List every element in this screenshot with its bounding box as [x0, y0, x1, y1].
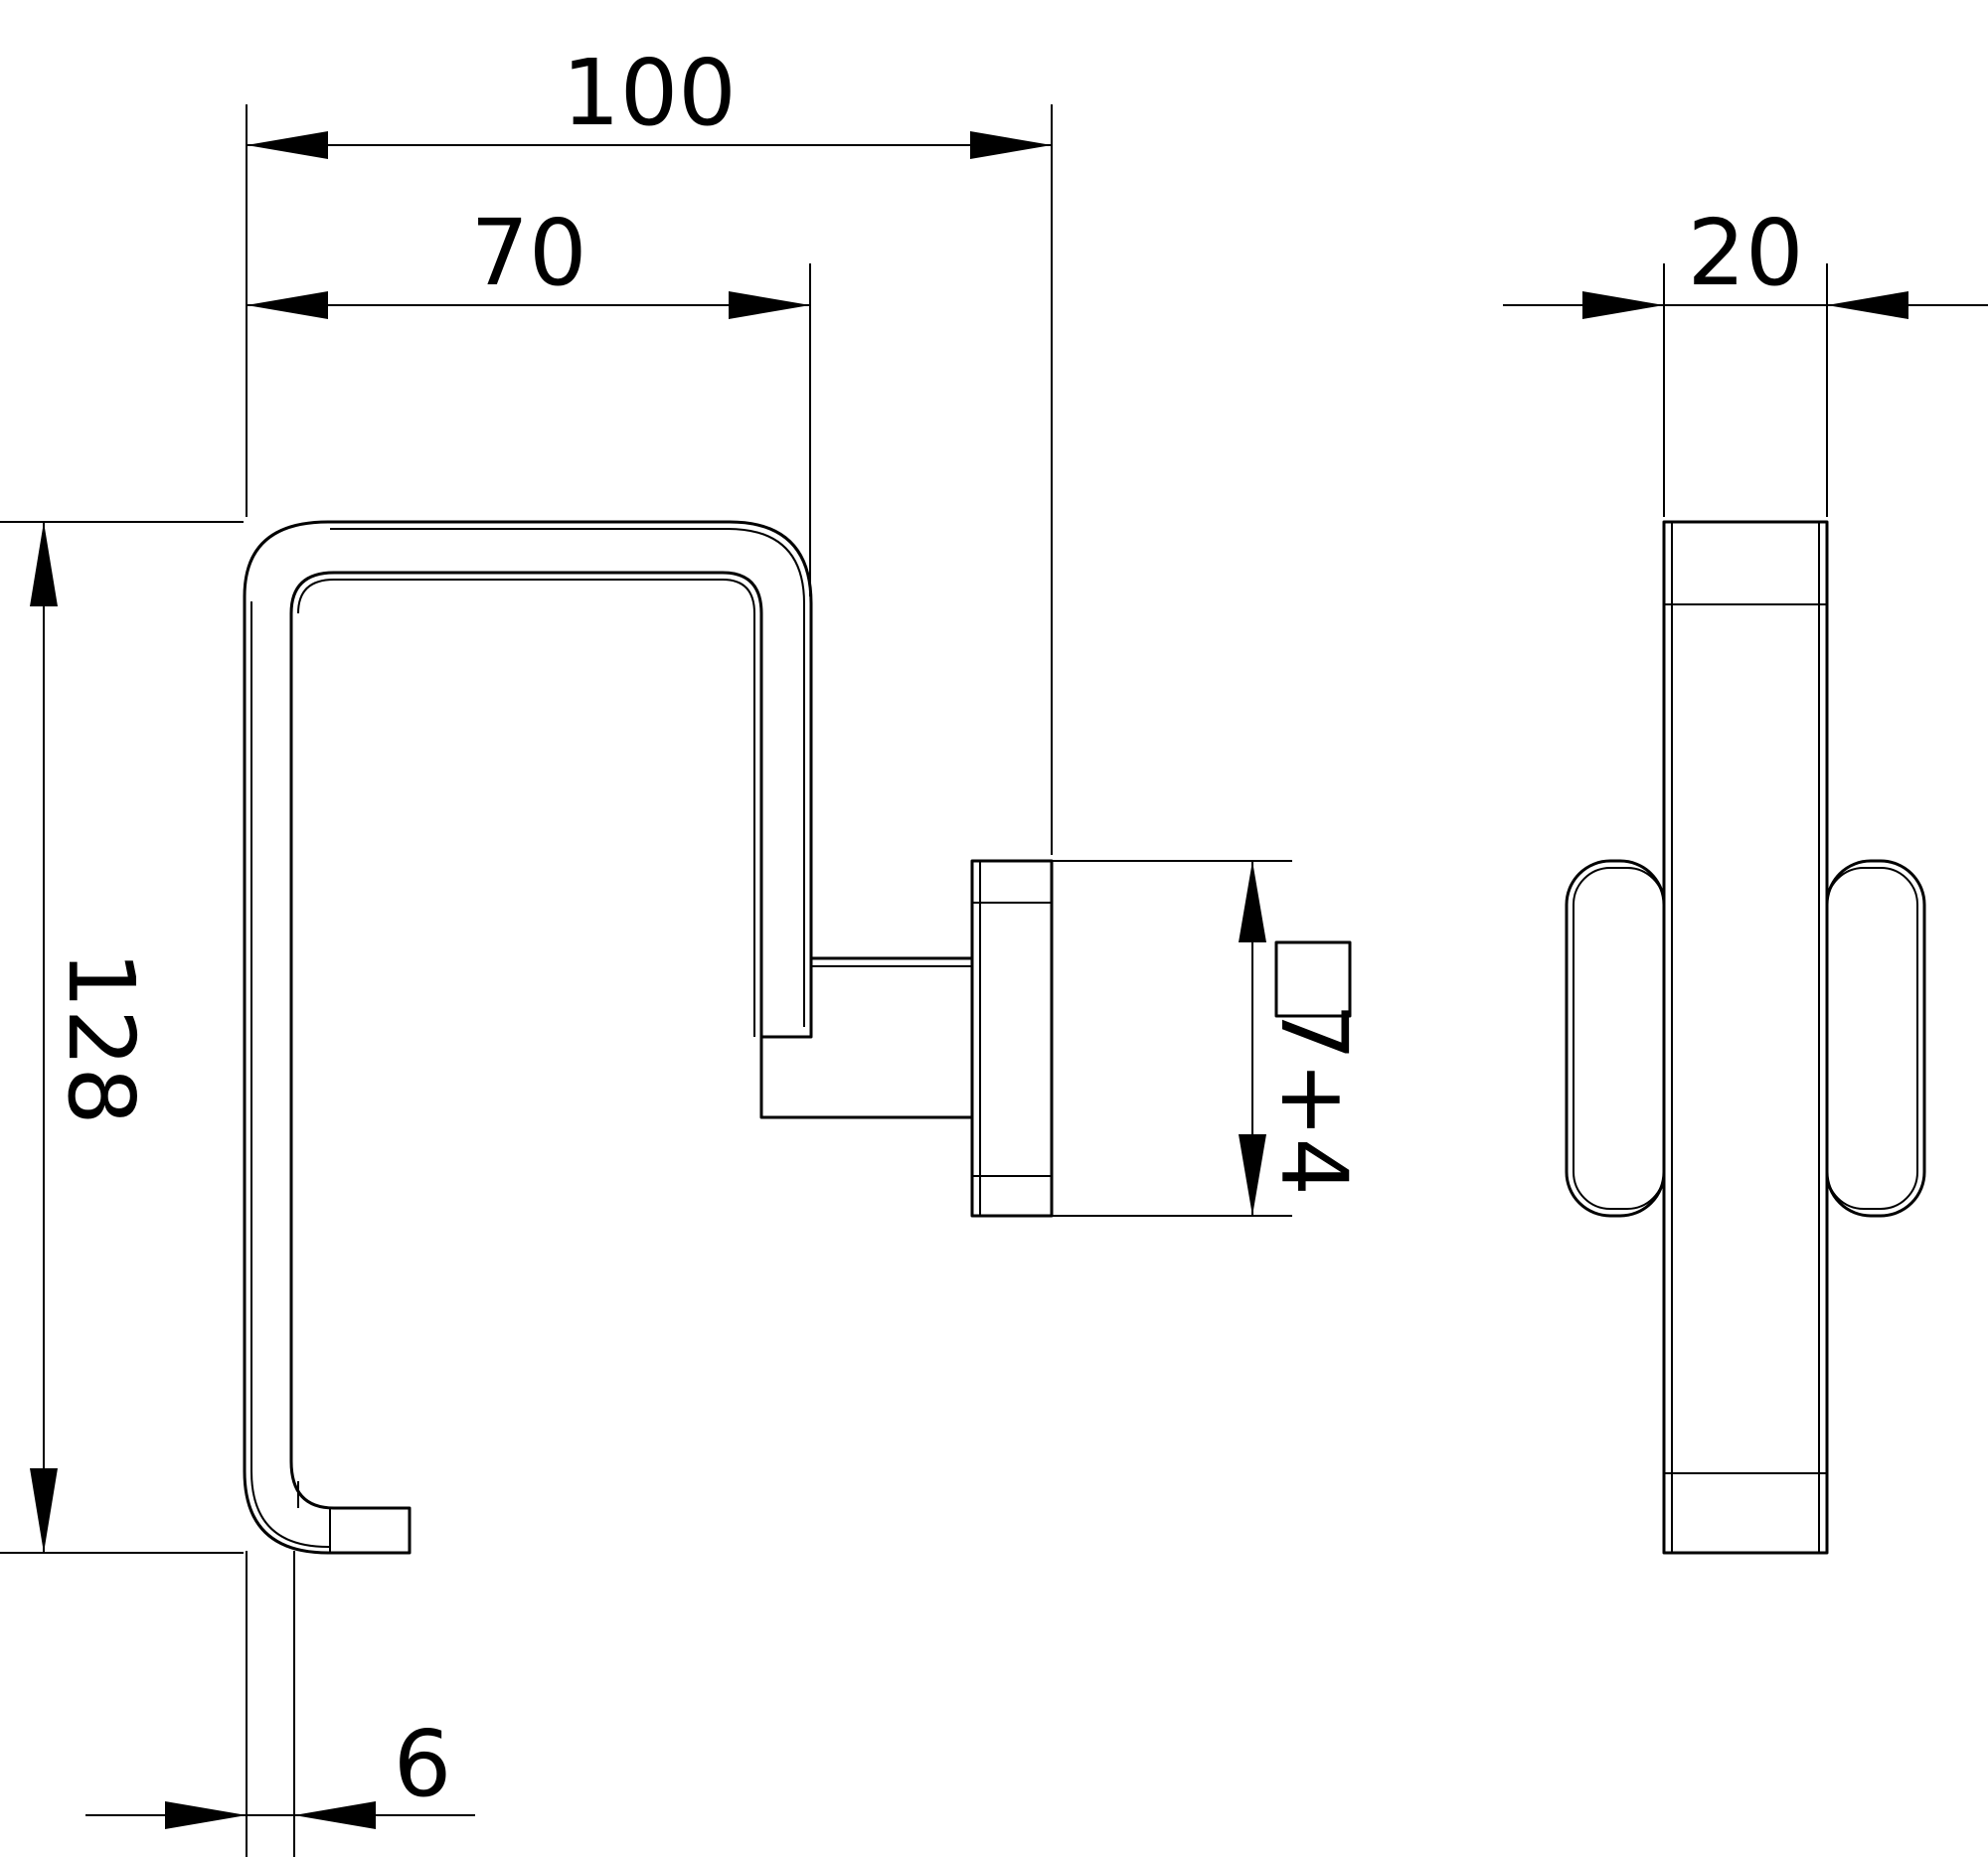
front-view [243, 520, 1054, 1555]
rosette-profile [970, 859, 1054, 1218]
handle-inner-edge-top [330, 528, 805, 1027]
side-rosette-right-inner [1826, 867, 1918, 1210]
side-handle-body [1662, 520, 1829, 1555]
arrow-top [1239, 861, 1266, 942]
dimension-rosette-square: 7+4 [1052, 860, 1367, 1217]
handle-outer-contour [243, 520, 813, 1555]
side-view [1565, 520, 1926, 1555]
dimension-height: 128 [0, 521, 244, 1554]
dim-label-arm-width: 70 [470, 200, 586, 306]
arrow-right [729, 291, 810, 319]
side-rosette-left [1565, 859, 1666, 1218]
dimension-arm-width: 70 [247, 200, 811, 596]
dim-label-side-depth: 20 [1687, 200, 1803, 306]
arrow-bottom [30, 1468, 58, 1553]
side-rosette-right [1825, 859, 1926, 1218]
dimension-overall-width: 100 [246, 40, 1053, 855]
arrow-right [1827, 291, 1908, 319]
arrow-right [970, 131, 1052, 159]
handle-neck [759, 956, 974, 1119]
dimension-wall-thickness: 6 [85, 1551, 475, 1857]
side-rosette-left-inner [1573, 867, 1665, 1210]
dim-label-overall-width: 100 [562, 40, 737, 146]
arrow-left [165, 1801, 247, 1829]
arrow-top [30, 522, 58, 606]
dim-label-height: 128 [48, 950, 154, 1125]
square-symbol [1274, 940, 1352, 1018]
arrow-left [247, 291, 328, 319]
arrow-right [294, 1801, 376, 1829]
arrow-left [247, 131, 328, 159]
handle-inner-edge-bend [297, 579, 755, 1037]
dim-label-rosette-square: 7+4 [1260, 1003, 1367, 1196]
handle-inner-edge-left [250, 601, 330, 1548]
dimension-side-depth: 20 [1503, 200, 1988, 517]
arrow-left [1582, 291, 1664, 319]
arrow-bottom [1239, 1134, 1266, 1216]
dim-label-wall-thickness: 6 [394, 1711, 452, 1817]
